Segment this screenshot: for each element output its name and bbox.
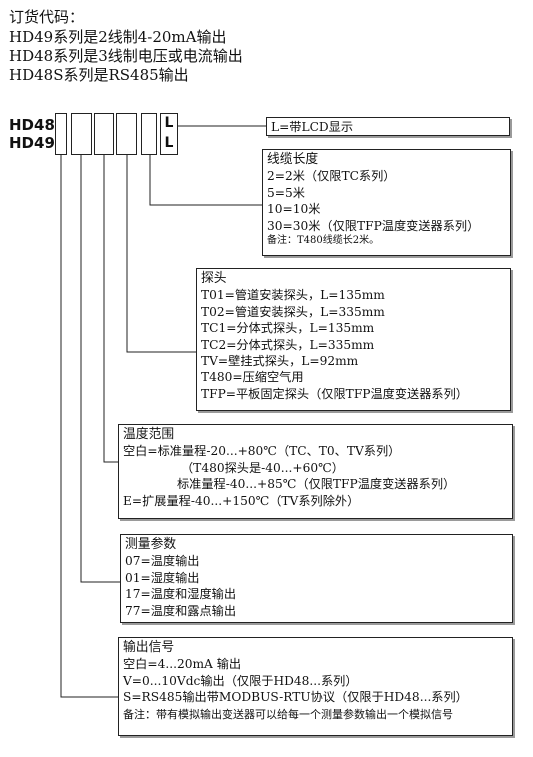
lcd-option-box: L=带LCD显示 <box>266 117 510 136</box>
header-line-4: HD48S系列是RS485输出 <box>9 66 189 84</box>
measurement-parameter-box: 测量参数 07=温度输出 01=湿度输出 17=温度和湿度输出 77=温度和露点… <box>120 534 513 623</box>
measurement-parameter-option: 77=温度和露点输出 <box>125 603 237 618</box>
cable-option: 2=2米（仅限TC系列） <box>267 169 396 184</box>
probe-option: TC2=分体式探头，L=335mm <box>201 337 375 352</box>
model-hd49: HD49 <box>9 134 55 152</box>
lcd-option-text: L=带LCD显示 <box>271 120 354 134</box>
probe-option: TV=壁挂式探头，L=92mm <box>201 354 359 369</box>
probe-option: TFP=平板固定探头（仅限TFP温度变送器系列） <box>201 386 468 401</box>
probe-option: TC1=分体式探头，L=135mm <box>201 321 375 336</box>
model-hd48: HD48 <box>9 116 55 134</box>
temperature-range-box: 温度范围 空白=标准量程-20...+80℃（TC、T0、TV系列） （T480… <box>118 424 513 519</box>
code-slot-cable <box>141 113 157 155</box>
connector-temp <box>103 155 118 463</box>
code-slot-output <box>55 113 67 155</box>
cable-length-title: 线缆长度 <box>267 152 319 167</box>
header-line-1: 订货代码： <box>9 8 85 26</box>
temperature-range-option: E=扩展量程-40...+150℃（TV系列除外） <box>123 493 360 508</box>
probe-option: T02=管道安装探头，L=335mm <box>201 304 385 319</box>
probe-title: 探头 <box>201 271 227 286</box>
code-slot-param <box>71 113 92 155</box>
header-line-3: HD48系列是3线制电压或电流输出 <box>9 47 243 65</box>
measurement-parameter-option: 07=温度输出 <box>125 554 200 569</box>
probe-option: T01=管道安装探头，L=135mm <box>201 288 385 303</box>
output-signal-note: 备注：带有模拟输出变送器可以给每一个测量参数输出一个模拟信号 <box>123 707 453 721</box>
connector-param <box>80 155 120 583</box>
code-slot-lcd <box>160 113 178 155</box>
temperature-range-option: 标准量程-40...+85℃（仅限TFP温度变送器系列） <box>177 477 456 492</box>
output-signal-box: 输出信号 空白=4...20mA 输出 V=0...10Vdc输出（仅限于HD4… <box>118 637 513 736</box>
cable-note: 备注：T480线缆长2米。 <box>267 235 380 247</box>
cable-option: 30=30米（仅限TFP温度变送器系列） <box>267 218 480 233</box>
cable-option: 10=10米 <box>267 202 321 217</box>
measurement-parameter-option: 17=温度和湿度输出 <box>125 587 237 602</box>
header-line-2: HD49系列是2线制4-20mA输出 <box>9 28 227 46</box>
cable-length-box: 线缆长度 2=2米（仅限TC系列） 5=5米 10=10米 30=30米（仅限T… <box>262 149 511 256</box>
measurement-parameter-option: 01=湿度输出 <box>125 570 200 585</box>
probe-option: T480=压缩空气用 <box>201 370 304 385</box>
cable-option: 5=5米 <box>267 185 305 200</box>
output-signal-option: V=0...10Vdc输出（仅限于HD48...系列） <box>123 673 358 688</box>
output-signal-option: 空白=4...20mA 输出 <box>123 657 242 672</box>
lcd-code-letter-2: L <box>164 135 174 151</box>
code-slot-temp <box>94 113 114 155</box>
connector-probe <box>126 155 196 353</box>
temperature-range-option: 空白=标准量程-20...+80℃（TC、T0、TV系列） <box>123 444 401 459</box>
temperature-range-title: 温度范围 <box>123 427 175 442</box>
connector-cable <box>149 155 262 206</box>
output-signal-option: S=RS485输出带MODBUS-RTU协议（仅限于HD48...系列） <box>123 690 468 705</box>
connector-output <box>60 155 118 698</box>
probe-box: 探头 T01=管道安装探头，L=135mm T02=管道安装探头，L=335mm… <box>196 268 511 411</box>
temperature-range-option: （T480探头是-40...+60℃） <box>181 460 344 475</box>
measurement-parameter-title: 测量参数 <box>125 537 177 552</box>
code-slot-probe <box>116 113 137 155</box>
output-signal-title: 输出信号 <box>123 640 175 655</box>
lcd-code-letter-1: L <box>164 115 174 131</box>
